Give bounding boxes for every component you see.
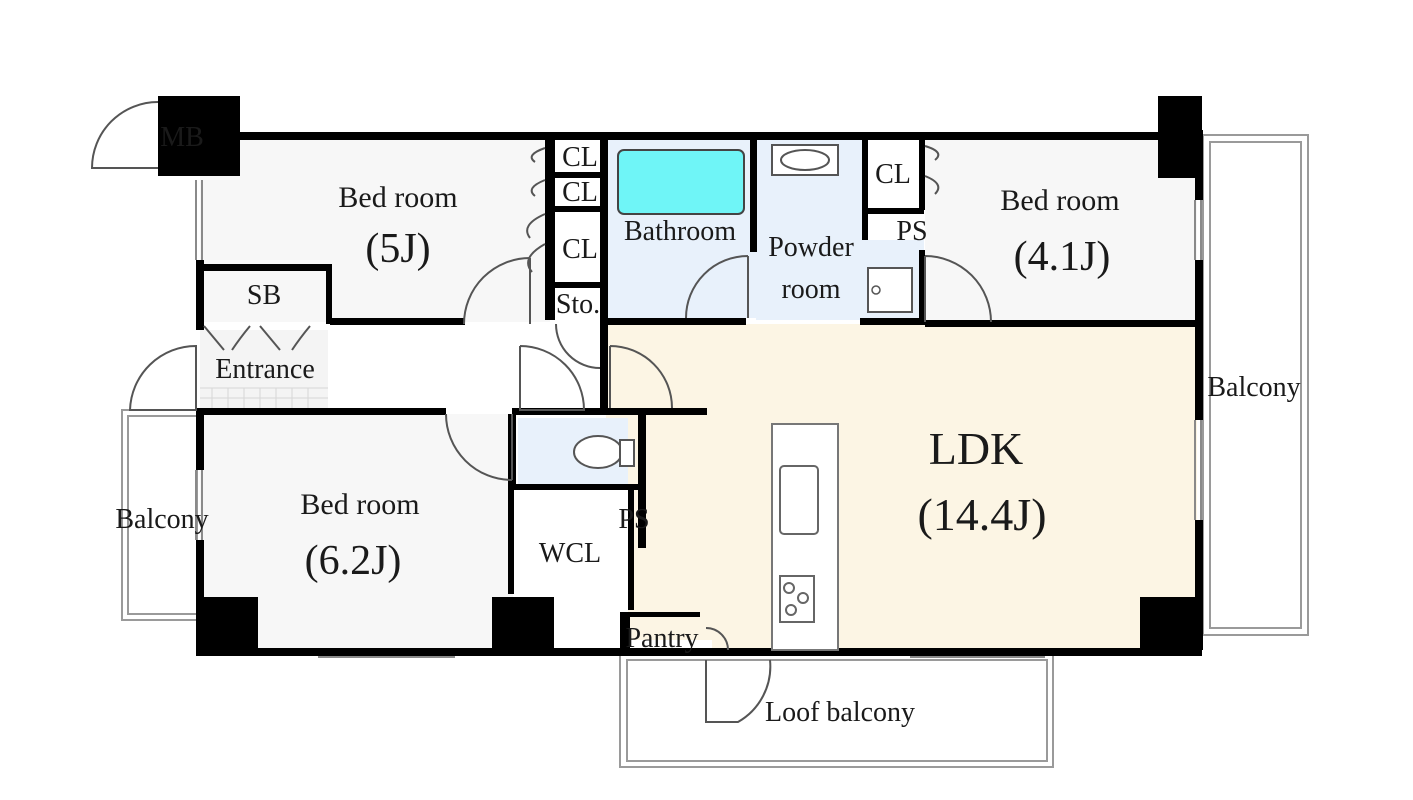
ps-label-2: PS bbox=[618, 504, 649, 535]
sb-folds bbox=[203, 325, 311, 351]
bath-left-wall bbox=[600, 140, 608, 410]
labels: Bed room (5J) Bed room (4.1J) Bed room (… bbox=[115, 122, 1300, 728]
bedroom-62j-size: (6.2J) bbox=[305, 538, 402, 584]
bed41-left-wall-lower bbox=[919, 250, 925, 324]
mb-label: MB bbox=[160, 122, 204, 153]
powder-room-label-2: room bbox=[781, 274, 840, 305]
cl-label-1: CL bbox=[562, 142, 598, 173]
toilet-bowl bbox=[573, 435, 623, 469]
sb-top-wall bbox=[196, 264, 332, 271]
column-bottom-left bbox=[196, 597, 258, 656]
ps-label-1: PS bbox=[896, 216, 927, 247]
column-top-right bbox=[1158, 96, 1202, 178]
entrance-label: Entrance bbox=[215, 354, 315, 385]
toilet-bottom-wall bbox=[512, 484, 642, 490]
sto-divider bbox=[555, 282, 605, 288]
wcl-right-wall bbox=[628, 490, 634, 610]
loof-balcony-inner bbox=[626, 659, 1048, 762]
bedroom-5j-name: Bed room bbox=[338, 181, 457, 214]
right-wall-lower bbox=[1195, 520, 1203, 650]
left-wall-lower bbox=[196, 540, 204, 650]
bed62-top-wall bbox=[196, 408, 446, 415]
bedroom-5j-fill bbox=[200, 138, 550, 322]
toilet-top-wall bbox=[512, 408, 707, 415]
doors bbox=[90, 101, 992, 723]
column-bottom-mid bbox=[492, 597, 554, 656]
sto-door bbox=[555, 323, 601, 369]
loof-door bbox=[705, 659, 772, 723]
top-wall bbox=[232, 132, 1162, 140]
ldk-fill bbox=[606, 324, 1197, 652]
cl-label-2: CL bbox=[562, 177, 598, 208]
fixtures bbox=[573, 144, 913, 651]
bedroom-5j-size: (5J) bbox=[365, 226, 430, 272]
bed5-door bbox=[463, 257, 531, 325]
closet-folds-right bbox=[924, 145, 940, 195]
bed41-left-wall bbox=[919, 140, 925, 210]
powder-bottom-wall bbox=[860, 318, 925, 325]
column-bottom-right bbox=[1140, 597, 1202, 656]
bathtub bbox=[617, 149, 745, 215]
right-wall-mid bbox=[1195, 260, 1203, 420]
sto-label: Sto. bbox=[556, 289, 600, 320]
bed5-bottom-wall bbox=[330, 318, 465, 325]
mb-door bbox=[90, 101, 159, 169]
ldk-size: (14.4J) bbox=[917, 489, 1046, 540]
sb-label: SB bbox=[247, 280, 281, 311]
bath-right-wall bbox=[750, 140, 757, 252]
cl-bottom-wall bbox=[862, 208, 924, 214]
pantry-label: Pantry bbox=[625, 623, 698, 654]
room-fills bbox=[200, 138, 1197, 654]
sink-icon bbox=[779, 465, 819, 535]
bed41-bottom-wall bbox=[925, 320, 1197, 327]
entrance-tiles bbox=[200, 387, 328, 410]
bottom-wall bbox=[196, 648, 1202, 656]
washer bbox=[867, 267, 913, 313]
cl-divider-1 bbox=[555, 172, 605, 178]
toilet-tank bbox=[619, 439, 635, 467]
sb-right-wall bbox=[326, 264, 332, 324]
powder-room-label-1: Powder bbox=[768, 232, 854, 263]
right-balcony-inner bbox=[1209, 141, 1302, 629]
entrance-fill bbox=[200, 330, 328, 410]
bedroom-41j-fill bbox=[925, 138, 1197, 324]
ldk-door bbox=[609, 345, 673, 409]
bath-bottom-wall bbox=[606, 318, 746, 325]
walls bbox=[158, 96, 1203, 656]
left-balcony-label: Balcony bbox=[115, 504, 208, 535]
wcl-label: WCL bbox=[539, 538, 601, 569]
closet-folds-left bbox=[526, 147, 546, 273]
hall-door bbox=[519, 345, 586, 411]
pantry-wall bbox=[620, 612, 630, 648]
pantry-door bbox=[705, 627, 729, 651]
left-wall-upper bbox=[196, 260, 204, 330]
ldk-name: LDK bbox=[929, 423, 1024, 474]
cl-label-3: CL bbox=[562, 234, 598, 265]
cl-divider-2 bbox=[555, 206, 605, 212]
bathroom-label: Bathroom bbox=[624, 216, 736, 247]
left-wall-mid bbox=[196, 410, 204, 470]
bed62-door bbox=[445, 413, 513, 481]
bath-door bbox=[685, 255, 749, 319]
bed41-door bbox=[924, 255, 992, 323]
bed62-right-wall-lower bbox=[508, 484, 514, 594]
bedroom-41j-name: Bed room bbox=[1000, 184, 1119, 217]
right-balcony-label: Balcony bbox=[1207, 372, 1300, 403]
bedroom-62j-name: Bed room bbox=[300, 488, 419, 521]
bedroom-41j-size: (4.1J) bbox=[1014, 234, 1111, 280]
column-top-left bbox=[158, 96, 240, 176]
loof-balcony-label: Loof balcony bbox=[765, 697, 915, 728]
entrance-door bbox=[128, 344, 197, 411]
pantry-top-wall bbox=[620, 612, 700, 617]
powder-right-wall-upper bbox=[862, 140, 868, 240]
closet-left-wall bbox=[545, 140, 555, 320]
cl-label-4: CL bbox=[875, 159, 911, 190]
washbasin-bowl bbox=[780, 149, 830, 171]
ps-wall bbox=[638, 414, 646, 548]
